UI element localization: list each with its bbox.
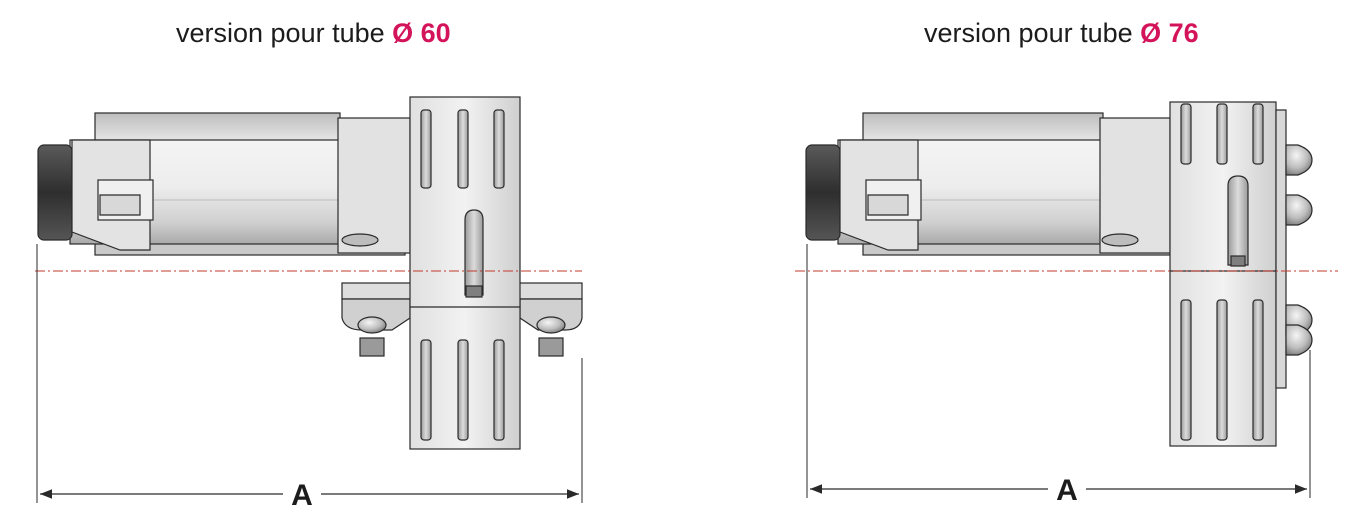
- title-prefix: version pour tube: [176, 18, 385, 48]
- title-prefix: version pour tube: [924, 18, 1133, 48]
- acorn-nut: [1285, 144, 1313, 176]
- end-cap: [37, 144, 73, 241]
- dimension-label: A: [1056, 474, 1078, 507]
- motor-tube-76: [805, 101, 1313, 447]
- bolt-left: [359, 337, 385, 357]
- plate-edge: [1275, 109, 1287, 389]
- head-pin: [341, 233, 379, 247]
- head-pin: [1101, 233, 1139, 247]
- dimension-a-tube-76: A: [806, 244, 1311, 507]
- key-slot: [1227, 175, 1249, 266]
- dimension-label: A: [291, 479, 313, 512]
- title-tube-size: Ø 60: [392, 18, 451, 48]
- motor-top-housing: [94, 112, 341, 144]
- dimension-a-tube-60: A: [36, 244, 583, 512]
- motor-top-housing: [862, 112, 1104, 144]
- title-tube-60: version pour tube Ø 60: [176, 18, 451, 49]
- bolt-right: [538, 337, 564, 357]
- title-tube-76: version pour tube Ø 76: [924, 18, 1199, 49]
- motor-tube-60: [37, 96, 583, 450]
- key-slot: [464, 209, 484, 296]
- acorn-nut: [1285, 324, 1313, 356]
- acorn-nut: [1285, 194, 1313, 226]
- motor-head: [1099, 117, 1171, 254]
- motor-head: [337, 117, 411, 254]
- end-cap: [805, 144, 841, 241]
- title-tube-size: Ø 76: [1140, 18, 1199, 48]
